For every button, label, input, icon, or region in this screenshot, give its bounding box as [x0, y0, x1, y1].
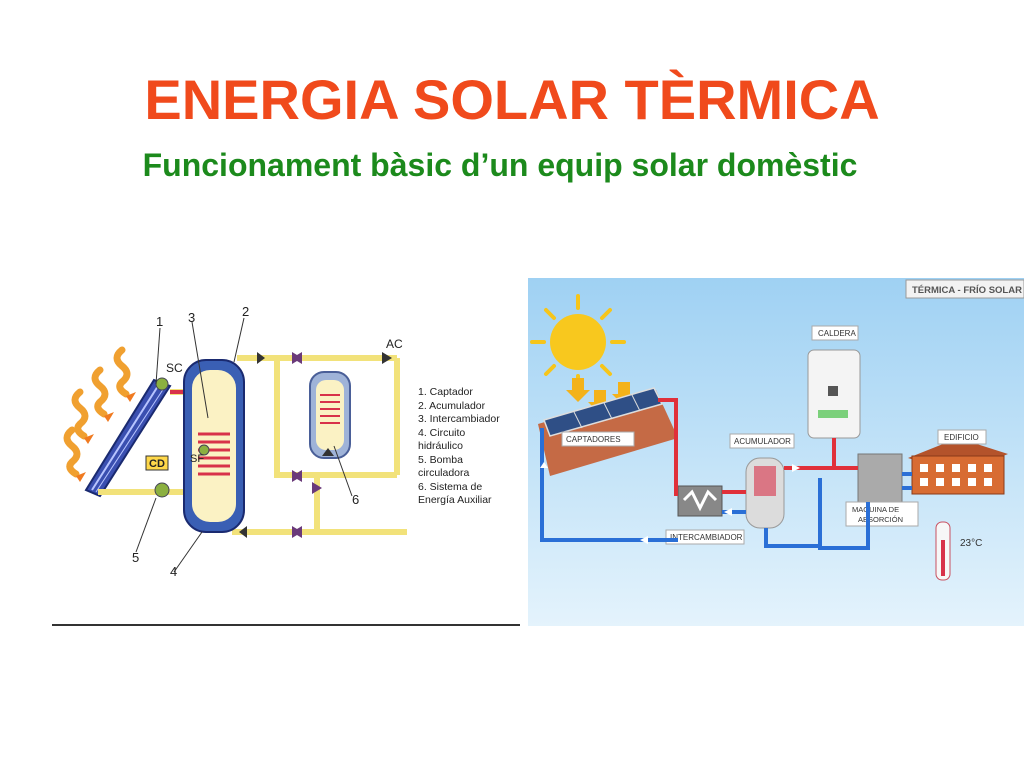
legend-line: 3. Intercambiador: [418, 413, 500, 425]
building-icon: [908, 438, 1008, 495]
legend-line: 1. Captador: [418, 386, 473, 398]
label-maquina-2: ABSORCIÓN: [858, 515, 903, 524]
sc-sensor-dot: [155, 377, 169, 391]
label-caldera: CALDERA: [818, 329, 856, 338]
legend-line: 4. Circuito: [418, 426, 466, 439]
marker-1: 1: [156, 314, 163, 329]
separator-line: [52, 624, 520, 626]
label-temperature: 23°C: [960, 538, 982, 549]
tag-sf: SF: [190, 453, 204, 465]
marker-4: 4: [170, 564, 177, 579]
schematic-legend: 1. Captador 2. Acumulador 3. Intercambia…: [418, 386, 528, 508]
slide-subtitle: Funcionament bàsic d’un equip solar domè…: [142, 147, 858, 183]
legend-line: 2. Acumulador: [418, 399, 486, 412]
storage-tank: [183, 359, 245, 533]
legend-line: 5. Bomba: [418, 453, 463, 466]
solar-thermal-schematic: 1 2 3 4 5 6 SC SF CD AC: [63, 304, 407, 579]
heat-rays: [63, 346, 131, 478]
marker-3: 3: [188, 310, 195, 325]
absorption-machine: [857, 453, 903, 503]
diagram-header: TÉRMICA - FRÍO SOLAR: [912, 285, 1022, 296]
boiler-unit: [807, 349, 861, 439]
auxiliary-tank: [309, 371, 351, 459]
tag-sc: SC: [166, 361, 183, 375]
heat-exchanger-icon: [677, 485, 723, 517]
legend-line: Energía Auxiliar: [418, 494, 492, 506]
label-acumulador: ACUMULADOR: [734, 437, 791, 446]
sun-icon: [530, 294, 626, 390]
slide-title: ENERGIA SOLAR TÈRMICA: [144, 68, 880, 131]
thermometer-icon: [935, 521, 951, 581]
marker-2: 2: [242, 304, 249, 319]
solar-cooling-diagram: TÉRMICA - FRÍO SOLAR CAPTADORES CALDERA: [528, 278, 1024, 626]
label-maquina-1: MAQUINA DE: [852, 505, 899, 514]
marker-6: 6: [352, 492, 359, 507]
legend-line: hidráulico: [418, 440, 463, 452]
tag-cd: CD: [149, 458, 165, 470]
valve-icons: [292, 352, 322, 538]
label-captadores: CAPTADORES: [566, 435, 621, 444]
marker-5: 5: [132, 550, 139, 565]
label-intercambiador: INTERCAMBIADOR: [670, 533, 743, 542]
accumulator-tank: [745, 457, 785, 529]
legend-line: 6. Sistema de: [418, 480, 483, 493]
label-edificio: EDIFICIO: [944, 433, 979, 442]
pump-circle: [154, 482, 170, 498]
tag-ac: AC: [386, 337, 403, 351]
legend-line: circuladora: [418, 467, 470, 479]
